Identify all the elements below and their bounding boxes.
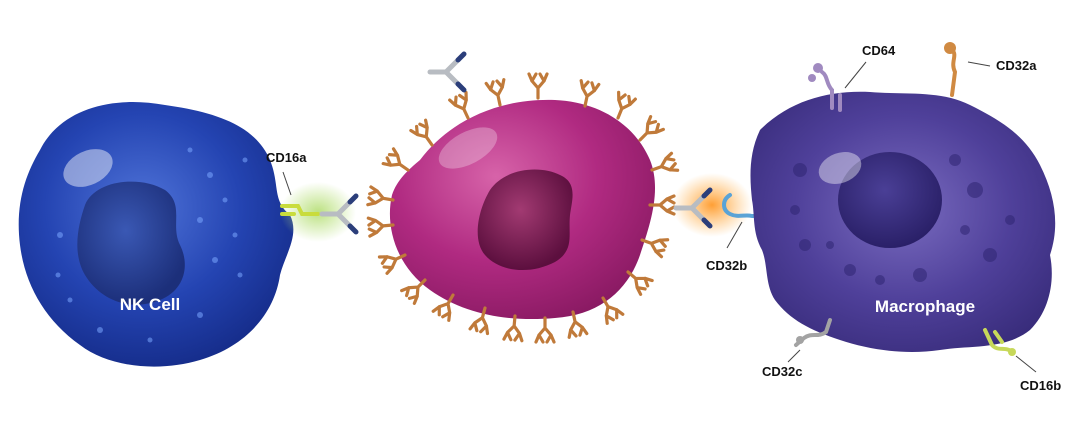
cd32a-receptor: [944, 42, 958, 97]
macrophage-label: Macrophage: [875, 297, 975, 316]
cd64-receptor: [808, 63, 842, 112]
nk-cell-granules: [55, 147, 248, 343]
target-cell-highlight: [438, 127, 498, 169]
nk-cell-label: NK Cell: [120, 295, 180, 314]
target-cell-nucleus: [477, 169, 573, 271]
antibody-free: [430, 54, 464, 90]
cd16b-receptor: [983, 328, 1016, 356]
cd16b-label: CD16b: [1020, 378, 1061, 393]
cd32b-glow: [672, 173, 752, 237]
cd16a-receptor: [280, 204, 320, 216]
cd32a-leader: [967, 61, 991, 67]
nk-cell-highlight: [63, 149, 113, 187]
cd32c-label: CD32c: [762, 364, 802, 379]
cd32b-leader: [726, 221, 743, 249]
macrophage-highlight: [818, 152, 862, 184]
target-cell: [366, 72, 680, 344]
cd32c-leader: [787, 349, 801, 363]
nk-cell-nucleus: [77, 181, 185, 305]
cd64-label: CD64: [862, 43, 896, 58]
cd16b-leader: [1015, 355, 1037, 373]
cd64-leader: [844, 61, 867, 89]
cd32b-label: CD32b: [706, 258, 747, 273]
macrophage: Macrophage: [750, 91, 1056, 352]
cd32a-label: CD32a: [996, 58, 1037, 73]
cd16a-leader: [282, 171, 292, 196]
cd16a-label: CD16a: [266, 150, 307, 165]
macrophage-vacuoles: [790, 154, 1015, 285]
nk-cell: NK Cell: [18, 102, 294, 367]
cd32c-receptor: [794, 318, 832, 347]
macrophage-nucleus: [838, 152, 942, 248]
cd32b-receptor: [722, 193, 770, 218]
